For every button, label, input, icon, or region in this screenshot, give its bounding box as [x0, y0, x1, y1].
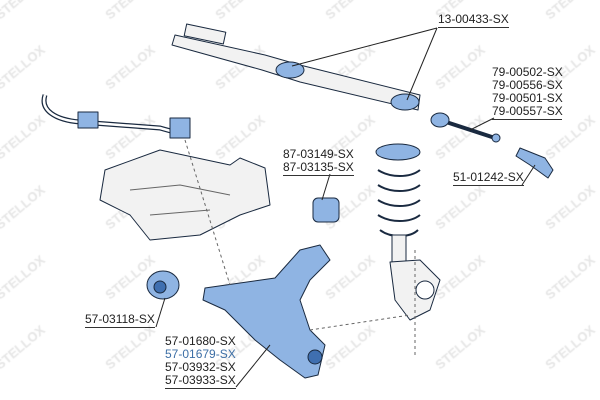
label-tie-rod-3: 79-00501-SX	[492, 91, 563, 105]
label-tie-rod-end: 51-01242-SX	[453, 170, 524, 186]
sway-bar-bushing-right	[169, 117, 191, 139]
strut-body	[391, 234, 407, 266]
sway-bar-bushing-left	[77, 111, 99, 129]
label-tie-rods: 79-00502-SX 79-00556-SX 79-00501-SX 79-0…	[492, 65, 563, 120]
label-steering-rack: 13-00433-SX	[438, 12, 509, 28]
label-front-bushing: 57-03118-SX	[85, 312, 155, 328]
label-arm-bushing-2: 87-03135-SX	[283, 160, 354, 174]
label-control-arms: 57-01680-SX 57-01679-SX 57-03932-SX 57-0…	[165, 335, 236, 389]
label-tie-rod-4: 79-00557-SX	[492, 104, 563, 118]
rack-boot-left	[275, 61, 305, 79]
label-arm-bushing-1: 87-03149-SX	[283, 147, 354, 161]
rack-boot-right	[390, 93, 420, 111]
tie-rod	[430, 112, 450, 128]
label-tie-rod-1: 79-00502-SX	[492, 65, 563, 79]
label-control-arm-4: 57-03933-SX	[165, 373, 236, 387]
subframe	[99, 149, 271, 241]
label-control-arm-1: 57-01680-SX	[165, 334, 236, 348]
label-control-arm-2: 57-01679-SX	[165, 347, 236, 361]
tie-rod-end	[515, 147, 554, 179]
arm-bushing	[312, 197, 340, 223]
steering-knuckle	[389, 259, 441, 321]
label-control-arm-3: 57-03932-SX	[165, 360, 236, 374]
label-tie-rod-2: 79-00556-SX	[492, 78, 563, 92]
coil-spring	[377, 169, 421, 237]
label-arm-bushings: 87-03149-SX 87-03135-SX	[283, 148, 354, 176]
